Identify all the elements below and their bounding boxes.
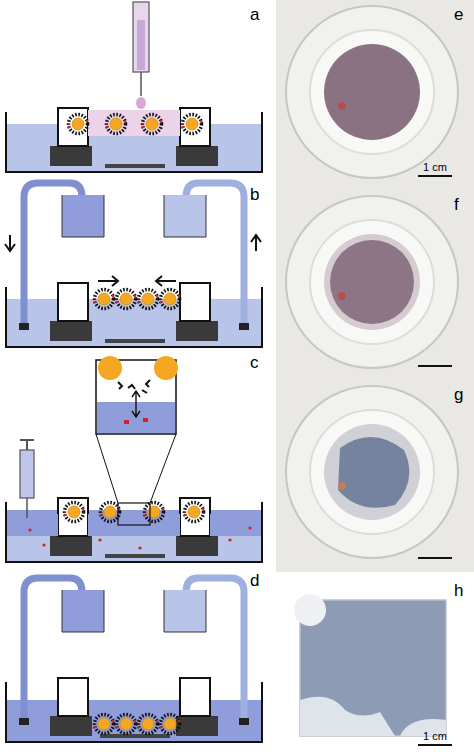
panel-letter: g [454,386,463,403]
panel-letter: a [250,6,259,23]
panel-letter: e [454,6,463,23]
panel-letter: c [250,354,259,371]
panel-letter: d [250,572,259,589]
scale-bar-label: 1 cm [423,731,447,742]
scale-bar-label: 1 cm [423,162,447,173]
panel-letter: h [454,582,463,599]
panel-letter: f [454,196,459,213]
panel-letter: b [250,186,259,203]
